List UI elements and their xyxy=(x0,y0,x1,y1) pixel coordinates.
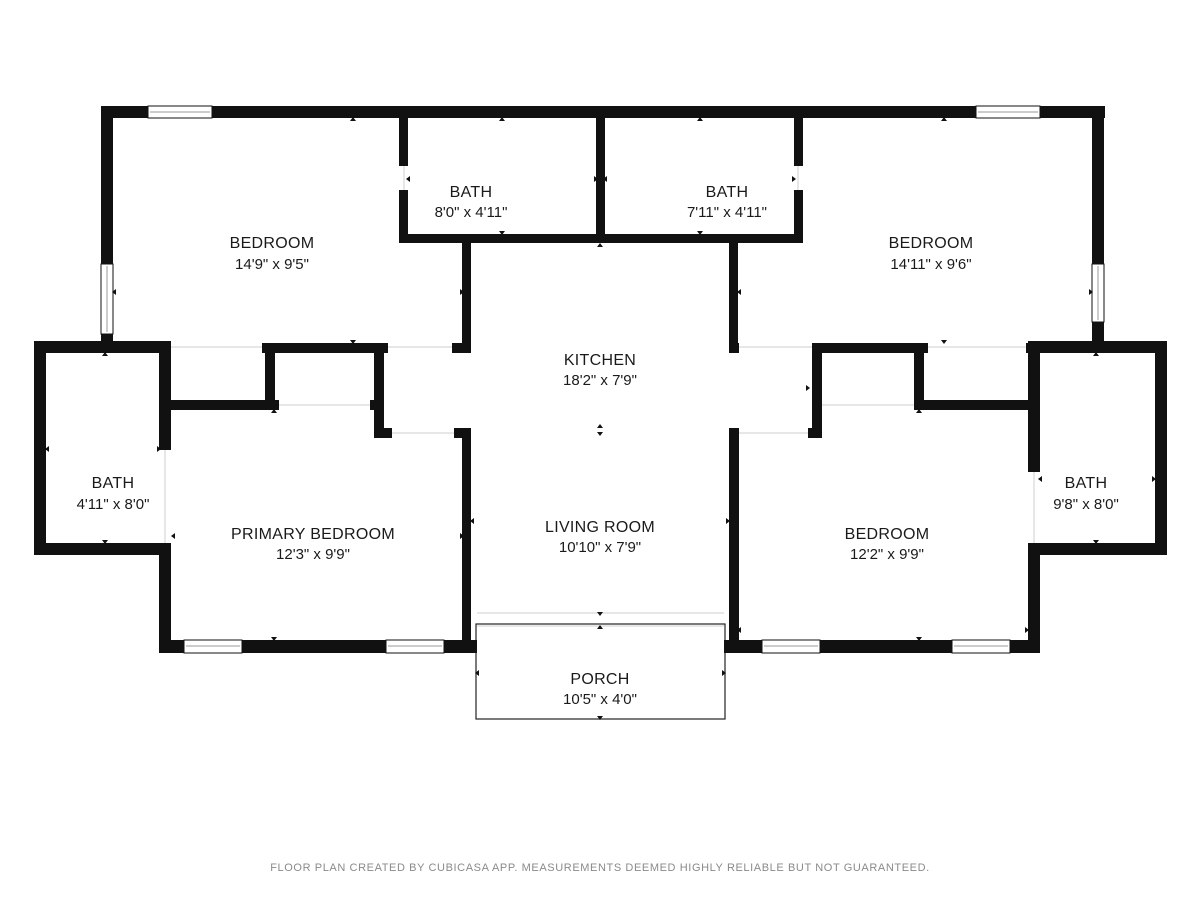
room-dimensions: 4'11" x 8'0" xyxy=(77,496,150,513)
window-south-1 xyxy=(183,639,243,654)
room-label-bath-n1: BATH 8'0" x 4'11" xyxy=(435,184,508,221)
disclaimer-footer: FLOOR PLAN CREATED BY CUBICASA APP. MEAS… xyxy=(270,862,930,874)
window-west xyxy=(100,263,114,335)
room-name: BEDROOM xyxy=(845,526,930,543)
room-dimensions: 10'5" x 4'0" xyxy=(563,691,637,708)
room-dimensions: 7'11" x 4'11" xyxy=(687,204,767,221)
room-label-living-room: LIVING ROOM 10'10" x 7'9" xyxy=(545,519,655,556)
room-label-bedroom-nw: BEDROOM 14'9" x 9'5" xyxy=(230,235,315,273)
room-dimensions: 12'2" x 9'9" xyxy=(850,546,924,563)
window-south-3 xyxy=(761,639,821,654)
window-north-2 xyxy=(975,105,1041,119)
room-label-primary-bedroom: PRIMARY BEDROOM 12'3" x 9'9" xyxy=(231,526,395,563)
room-name: BATH xyxy=(450,184,493,201)
room-dimensions: 8'0" x 4'11" xyxy=(435,204,508,221)
room-name: PORCH xyxy=(570,671,629,688)
room-name: BATH xyxy=(1065,475,1108,492)
room-label-kitchen: KITCHEN 18'2" x 7'9" xyxy=(563,352,637,389)
room-name: BATH xyxy=(706,184,749,201)
porch-outline xyxy=(475,623,726,720)
dimension-markers xyxy=(45,117,1156,720)
room-dimensions: 9'8" x 8'0" xyxy=(1053,496,1119,513)
room-name: BATH xyxy=(92,475,135,492)
room-name: BEDROOM xyxy=(230,235,315,252)
room-name: BEDROOM xyxy=(889,235,974,252)
windows xyxy=(100,105,1105,654)
window-south-4 xyxy=(951,639,1011,654)
room-dimensions: 14'9" x 9'5" xyxy=(235,256,309,273)
room-dimensions: 18'2" x 7'9" xyxy=(563,372,637,389)
room-dimensions: 10'10" x 7'9" xyxy=(559,539,641,556)
window-south-2 xyxy=(385,639,445,654)
room-dimensions: 12'3" x 9'9" xyxy=(276,546,350,563)
room-name: KITCHEN xyxy=(564,352,636,369)
room-name: LIVING ROOM xyxy=(545,519,655,536)
room-label-bedroom-se: BEDROOM 12'2" x 9'9" xyxy=(845,526,930,563)
room-label-bath-w: BATH 4'11" x 8'0" xyxy=(77,475,150,513)
window-east xyxy=(1091,263,1105,323)
room-dimensions: 14'11" x 9'6" xyxy=(890,256,971,273)
interior-walls xyxy=(101,106,1040,653)
room-label-bath-e: BATH 9'8" x 8'0" xyxy=(1053,475,1119,513)
window-north-1 xyxy=(147,105,213,119)
room-label-bath-n2: BATH 7'11" x 4'11" xyxy=(687,184,767,221)
room-label-bedroom-ne: BEDROOM 14'11" x 9'6" xyxy=(889,235,974,273)
room-name: PRIMARY BEDROOM xyxy=(231,526,395,543)
room-label-porch: PORCH 10'5" x 4'0" xyxy=(563,671,637,708)
